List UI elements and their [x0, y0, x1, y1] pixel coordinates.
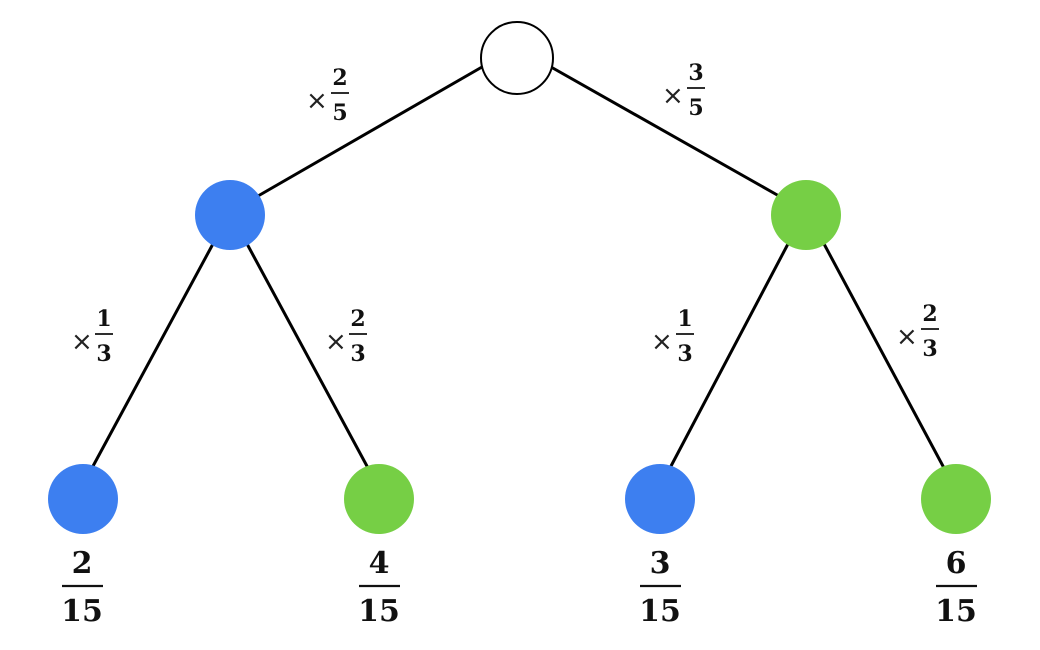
- edge-label-denominator: 3: [96, 341, 111, 367]
- leaf-result-4: 6 15: [935, 546, 977, 629]
- edge-root-right: [550, 65, 780, 198]
- times-symbol: ×: [662, 81, 684, 111]
- times-symbol: ×: [896, 322, 918, 352]
- leaf-result-2: 4 15: [358, 546, 400, 629]
- leaf-node-3: [625, 464, 695, 534]
- edge-label-numerator: 2: [332, 65, 347, 91]
- edge-label-numerator: 3: [688, 60, 703, 86]
- result-numerator: 3: [650, 546, 671, 581]
- edge-label-left-rightleaf: × 2 3: [325, 306, 367, 367]
- result-denominator: 15: [935, 594, 977, 629]
- edge-label-denominator: 5: [688, 95, 703, 121]
- result-numerator: 6: [946, 546, 967, 581]
- edge-label-root-left: × 2 5: [306, 65, 349, 126]
- result-numerator: 2: [72, 546, 93, 581]
- edge-right-rightleaf: [821, 241, 946, 469]
- edge-label-denominator: 3: [922, 336, 937, 362]
- node-level1-left: [195, 180, 265, 250]
- times-symbol: ×: [71, 327, 93, 357]
- times-symbol: ×: [651, 327, 673, 357]
- edge-label-left-leftleaf: × 1 3: [71, 306, 113, 367]
- edge-root-left: [257, 65, 483, 198]
- leaf-node-4: [921, 464, 991, 534]
- tree-nodes: [48, 21, 991, 534]
- edge-label-numerator: 1: [96, 306, 111, 332]
- edge-label-denominator: 5: [332, 100, 347, 126]
- leaf-result-3: 3 15: [639, 546, 681, 629]
- root-node: [480, 21, 554, 95]
- edge-label-root-right: × 3 5: [662, 60, 705, 121]
- edge-left-rightleaf: [244, 241, 370, 469]
- result-denominator: 15: [639, 594, 681, 629]
- result-denominator: 15: [61, 594, 103, 629]
- tree-edges: [90, 65, 946, 469]
- leaf-result-1: 2 15: [61, 546, 103, 629]
- edge-left-leftleaf: [90, 241, 216, 469]
- node-level1-right: [771, 180, 841, 250]
- edge-right-leftleaf: [668, 241, 791, 469]
- edge-label-denominator: 3: [350, 341, 365, 367]
- result-numerator: 4: [369, 546, 390, 581]
- times-symbol: ×: [306, 86, 328, 116]
- edge-label-denominator: 3: [677, 341, 692, 367]
- edge-label-right-leftleaf: × 1 3: [651, 306, 694, 367]
- edge-label-numerator: 1: [677, 306, 692, 332]
- times-symbol: ×: [325, 327, 347, 357]
- leaf-node-1: [48, 464, 118, 534]
- edge-label-right-rightleaf: × 2 3: [896, 301, 939, 362]
- edge-label-numerator: 2: [350, 306, 365, 332]
- result-denominator: 15: [358, 594, 400, 629]
- edge-label-numerator: 2: [922, 301, 937, 327]
- leaf-node-2: [344, 464, 414, 534]
